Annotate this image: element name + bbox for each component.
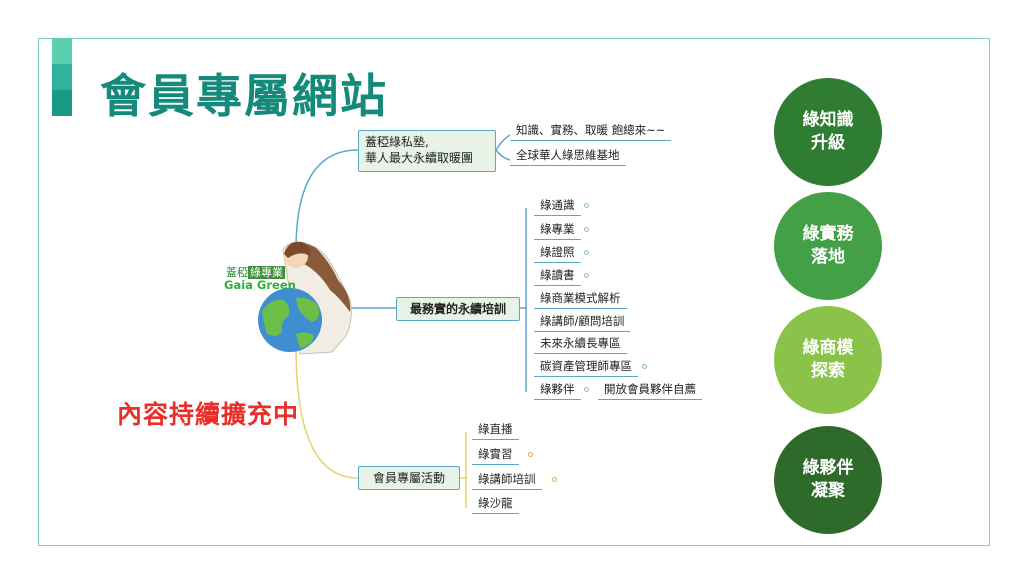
expand-icon[interactable] xyxy=(528,452,533,457)
expand-icon[interactable] xyxy=(584,203,589,208)
event-item-1[interactable]: 綠直播 xyxy=(472,422,518,440)
expand-icon[interactable] xyxy=(552,477,557,482)
branch-member-events[interactable]: 會員專屬活動 xyxy=(358,466,460,490)
slide-frame xyxy=(38,38,990,546)
training-sub-item[interactable]: 開放會員夥伴自薦 xyxy=(598,382,702,400)
training-item-4[interactable]: 綠讀書 xyxy=(534,268,580,286)
pillar-practice: 綠實務落地 xyxy=(774,192,882,300)
content-expanding-notice: 內容持續擴充中 xyxy=(117,400,300,429)
pillar-partners: 綠夥伴凝聚 xyxy=(774,426,882,534)
title-accent-bar xyxy=(52,38,72,116)
training-item-8[interactable]: 碳資產管理師專區 xyxy=(534,359,638,377)
expand-icon[interactable] xyxy=(584,250,589,255)
event-item-4[interactable]: 綠沙龍 xyxy=(472,496,518,514)
training-item-1[interactable]: 綠通識 xyxy=(534,198,580,216)
pillar-knowledge: 綠知識升級 xyxy=(774,78,882,186)
branch-private-school[interactable]: 蓋稏綠私塾, 華人最大永續取暖團 xyxy=(358,130,496,172)
training-item-5[interactable]: 綠商業模式解析 xyxy=(534,291,626,309)
expand-icon[interactable] xyxy=(584,273,589,278)
expand-icon[interactable] xyxy=(584,387,589,392)
training-item-6[interactable]: 綠講師/顧問培訓 xyxy=(533,314,631,332)
expand-icon[interactable] xyxy=(584,227,589,232)
branch-training[interactable]: 最務實的永續培訓 xyxy=(396,297,520,321)
branch1-child-2[interactable]: 全球華人綠思維基地 xyxy=(510,148,625,166)
pillar-business-model: 綠商模探索 xyxy=(774,306,882,414)
training-item-9[interactable]: 綠夥伴 xyxy=(534,382,580,400)
training-item-7[interactable]: 未來永續長專區 xyxy=(534,336,626,354)
expand-icon[interactable] xyxy=(642,364,647,369)
event-item-2[interactable]: 綠實習 xyxy=(472,447,518,465)
logo-en-text: Gaia Green xyxy=(224,278,296,292)
globe-icon xyxy=(258,288,322,352)
event-item-3[interactable]: 綠講師培訓 xyxy=(472,472,541,490)
training-item-2[interactable]: 綠專業 xyxy=(534,222,580,240)
logo-cn-text: 蓋稏綠專業 xyxy=(226,266,285,279)
training-item-3[interactable]: 綠證照 xyxy=(534,245,580,263)
branch1-child-1[interactable]: 知識、實務、取暖 飽總來~~ xyxy=(509,123,672,141)
page-title: 會員專屬網站 xyxy=(100,69,388,123)
